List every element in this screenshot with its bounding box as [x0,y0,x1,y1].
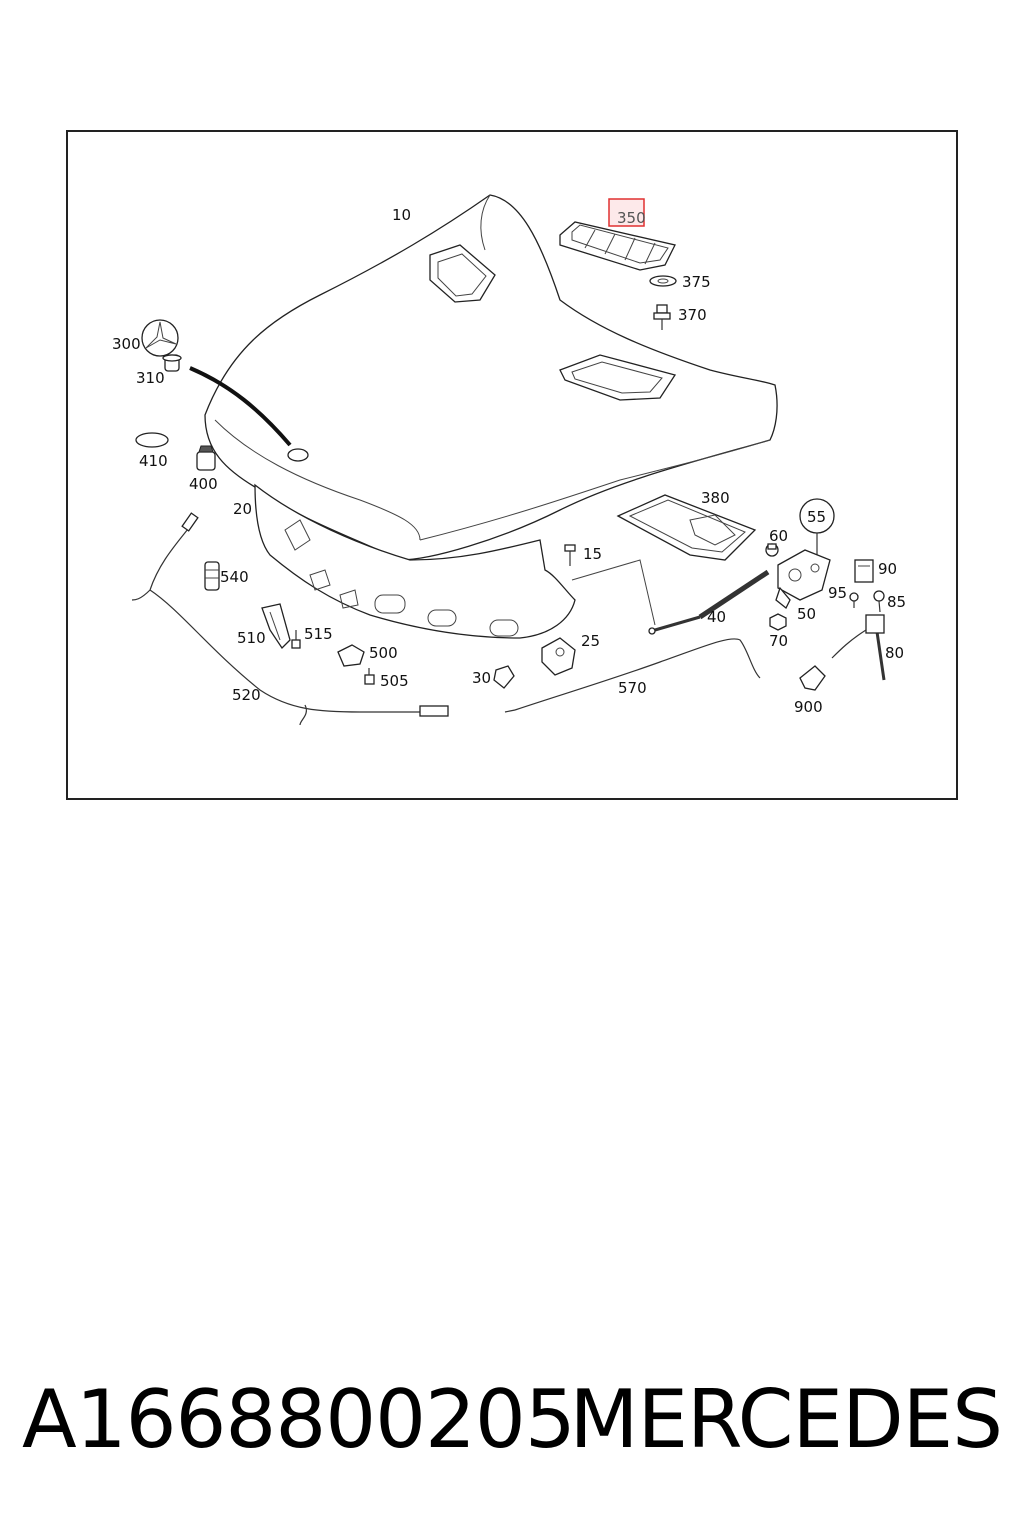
bracket-500 [337,644,365,667]
star-emblem-300 [141,319,179,357]
callout-310: 310 [136,369,165,387]
grommet-310 [162,354,182,372]
cable-520-connector [419,705,449,717]
callout-380: 380 [701,489,730,507]
callout-15: 15 [583,545,602,563]
hood-panel [204,194,778,561]
vent-grille-350 [559,221,676,271]
nut-70 [769,613,787,631]
callout-900: 900 [794,698,823,716]
callout-520: 520 [232,686,261,704]
callout-500: 500 [369,644,398,662]
screw-370 [653,304,671,330]
diagram-frame [66,130,958,800]
part-number: A1668800205 [22,1373,576,1466]
callout-30: 30 [472,669,491,687]
hood-latch-50 [775,549,831,610]
clip-30 [493,665,515,689]
screw-505 [364,668,375,685]
bracket-510 [261,603,291,650]
cover-380 [616,494,757,561]
highlight-box-350 [608,198,645,227]
cable-570 [514,638,761,711]
bumper-400 [196,445,216,471]
buffer-25 [541,637,576,676]
callout-370: 370 [678,306,707,324]
callout-85: 85 [887,593,906,611]
cable-520-a [131,519,196,601]
cable-520-b [149,589,420,713]
callout-300: 300 [112,335,141,353]
callout-70: 70 [769,632,788,650]
callout-50: 50 [797,605,816,623]
callout-510: 510 [237,629,266,647]
footer: A1668800205 MERCEDES [0,1370,1024,1470]
callout-55: 55 [807,508,826,526]
callout-60: 60 [769,527,788,545]
screw-95 [849,592,859,608]
holder-90 [854,559,874,583]
screw-85 [873,590,885,613]
callout-25: 25 [581,632,600,650]
emblem-location-arrow [189,366,292,447]
callout-95: 95 [828,584,847,602]
callout-80: 80 [885,644,904,662]
callout-40: 40 [707,608,726,626]
callout-90: 90 [878,560,897,578]
callout-410: 410 [139,452,168,470]
hood-inner-panel [254,483,576,639]
gas-strut-40 [648,569,770,635]
seal-410 [135,432,169,448]
connector-900 [799,665,826,691]
nut-60 [765,543,779,557]
callout-515: 515 [304,625,333,643]
callout-540: 540 [220,568,249,586]
hood-switch-80 [865,614,886,681]
callout-400: 400 [189,475,218,493]
callout-350: 350 [617,209,646,227]
brand-name: MERCEDES [569,1373,1003,1466]
callout-505: 505 [380,672,409,690]
callout-20: 20 [233,500,252,518]
clip-540 [204,561,220,591]
bolt-15 [564,544,576,566]
washer-375 [649,275,677,287]
callout-10: 10 [392,206,411,224]
callout-375: 375 [682,273,711,291]
screw-515 [291,630,301,649]
callout-570: 570 [618,679,647,697]
